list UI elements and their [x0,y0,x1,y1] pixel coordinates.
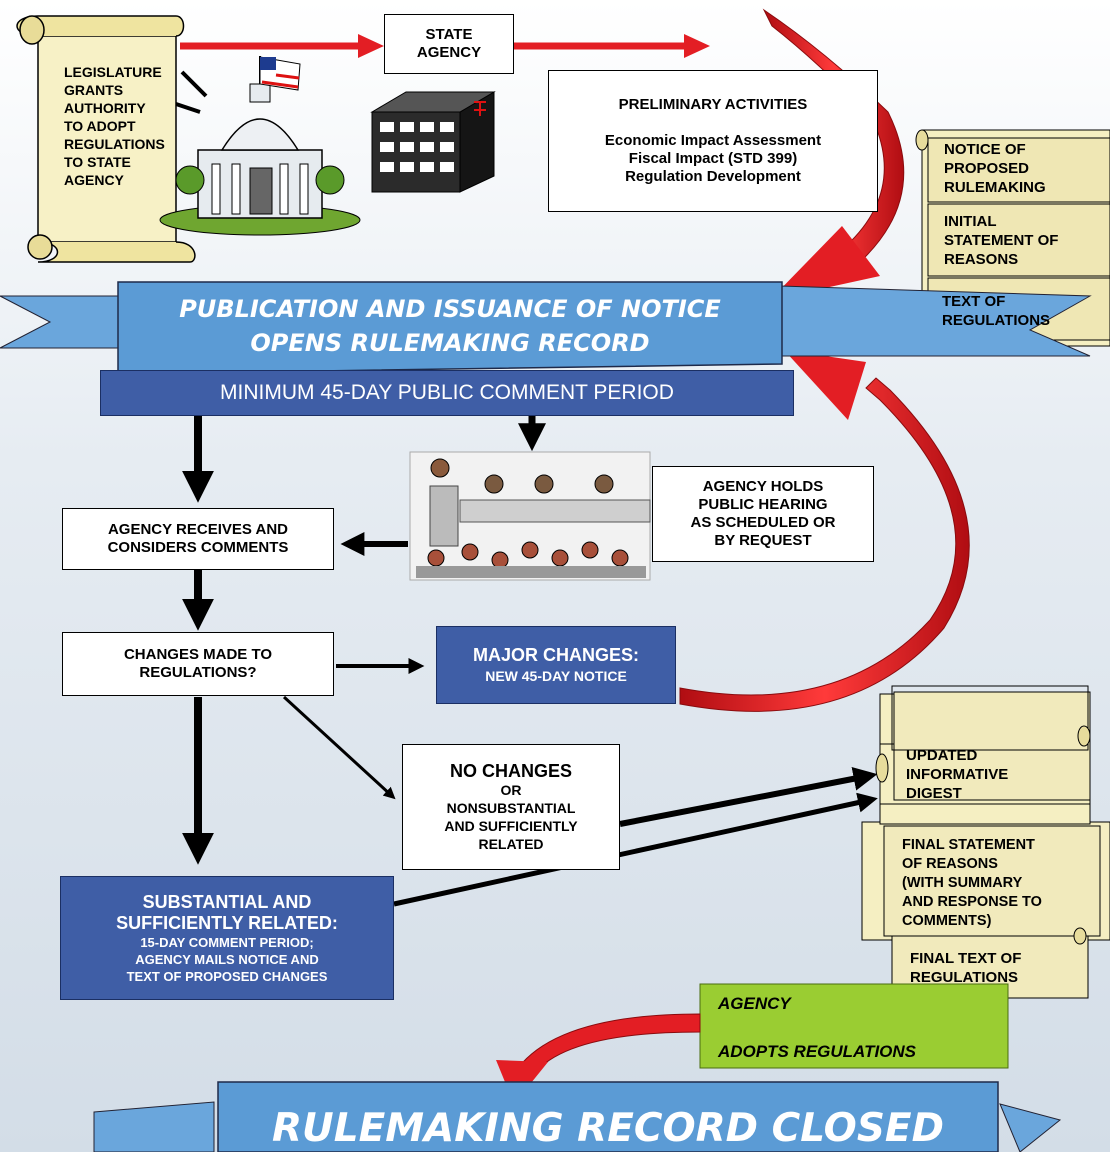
closed-banner-shape [93,1081,1062,1152]
changes-made-box: CHANGES MADE TO REGULATIONS? [62,632,334,696]
text-of-regulations-doc: TEXT OF REGULATIONS [942,293,1051,329]
preliminary-item: Fiscal Impact (STD 399) [628,150,798,167]
public-hearing-box: AGENCY HOLDS PUBLIC HEARING AS SCHEDULED… [652,466,874,562]
no-changes-box: NO CHANGES OR NONSUBSTANTIAL AND SUFFICI… [402,744,620,870]
substantial-box: SUBSTANTIAL AND SUFFICIENTLY RELATED: 15… [60,876,394,1000]
no-changes-sub: OR NONSUBSTANTIAL AND SUFFICIENTLY RELAT… [444,782,578,852]
adopts-line2: ADOPTS REGULATIONS [718,1042,917,1061]
major-changes-box: MAJOR CHANGES: NEW 45-DAY NOTICE [436,626,676,704]
updated-informative-digest-doc: UPDATED INFORMATIVE DIGEST [906,747,1009,802]
final-documents-scroll [861,685,1110,999]
no-changes-title: NO CHANGES [449,761,572,781]
legislature-text: LEGISLATURE GRANTS AUTHORITY TO ADOPT RE… [64,64,165,188]
final-statement-of-reasons-doc: FINAL STATEMENT OF REASONS (WITH SUMMARY… [902,837,1042,929]
public-hearing-picture [409,451,651,581]
preliminary-title: PRELIMINARY ACTIVITIES [618,96,808,113]
preliminary-item: Economic Impact Assessment [604,132,822,149]
initial-statement-doc: INITIAL STATEMENT OF REASONS [944,213,1059,268]
receives-comments-box: AGENCY RECEIVES AND CONSIDERS COMMENTS [62,508,334,570]
substantial-sub: 15-DAY COMMENT PERIOD; AGENCY MAILS NOTI… [126,934,328,984]
publication-banner-line2: OPENS RULEMAKING RECORD [250,329,650,357]
major-changes-title: MAJOR CHANGES: [472,645,639,665]
flow-arrows [182,416,878,907]
major-changes-return-arrow [679,350,970,712]
comment-period-bar: MINIMUM 45-DAY PUBLIC COMMENT PERIOD [100,370,794,416]
state-agency-box: STATE AGENCY [384,14,514,74]
authority-arrow [180,34,384,58]
major-changes-sub: NEW 45-DAY NOTICE [485,668,627,684]
substantial-title: SUBSTANTIAL AND SUFFICIENTLY RELATED: [116,891,338,933]
publication-banner-shape [0,281,1092,375]
closed-banner-text: RULEMAKING RECORD CLOSED [272,1106,944,1151]
agency-building-icon [370,91,496,193]
legislature-scroll [16,15,196,263]
capitol-building-icon [159,56,361,236]
publication-banner-line1: PUBLICATION AND ISSUANCE OF NOTICE [179,295,721,323]
notice-of-proposed-rulemaking-doc: NOTICE OF PROPOSED RULEMAKING [944,141,1046,196]
final-text-of-regulations-doc: FINAL TEXT OF REGULATIONS [910,950,1022,986]
adopts-box [699,983,1009,1069]
publication-banner-text: PUBLICATION AND ISSUANCE OF NOTICE OPENS… [118,292,782,360]
agency-to-preliminary-arrow [514,34,710,58]
adopts-line1: AGENCY [718,994,791,1013]
preliminary-item: Regulation Development [625,168,801,185]
preliminary-activities-box: PRELIMINARY ACTIVITIES Economic Impact A… [548,70,878,212]
